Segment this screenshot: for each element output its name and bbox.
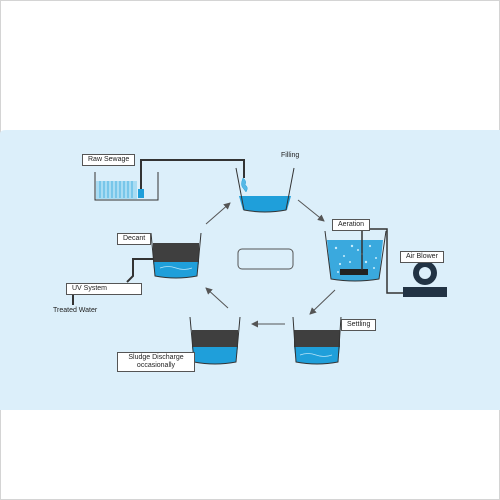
label-air-blower: Air Blower xyxy=(400,251,444,264)
label-treated-water: Treated Water xyxy=(53,307,98,314)
label-settling: Settling xyxy=(341,319,377,332)
air-blower xyxy=(403,258,447,297)
label-sludge-discharge: Sludge Discharge occasionally xyxy=(117,352,195,373)
arrow-decant-to-filling xyxy=(205,202,231,225)
arrow-aeration-to-settling xyxy=(309,289,336,315)
label-decant: Decant xyxy=(117,233,152,246)
raw-sewage-tank-outline xyxy=(94,172,159,201)
aeration-tank xyxy=(324,230,387,282)
label-uv-system: UV System xyxy=(66,283,142,296)
label-sludge-discharge-line1: Sludge Discharge xyxy=(128,354,184,361)
arrow-filling-to-aeration xyxy=(297,199,325,222)
label-aeration: Aeration xyxy=(332,219,371,232)
settling-tank xyxy=(292,316,342,365)
label-filling: Filling xyxy=(281,152,300,159)
arrow-sludge-to-decant xyxy=(205,287,229,309)
decant-pipe xyxy=(126,258,154,283)
filling-tank xyxy=(235,167,295,213)
air-pipe xyxy=(361,228,408,294)
raw-sewage-water xyxy=(96,181,137,199)
decant-tank xyxy=(150,232,202,279)
diffuser xyxy=(340,269,368,275)
label-raw-sewage: Raw Sewage xyxy=(82,154,136,167)
filling-splash xyxy=(241,177,248,193)
raw-sewage-tank xyxy=(94,172,159,201)
label-sludge-discharge-line2: occasionally xyxy=(136,362,176,370)
cycle-arrows xyxy=(205,199,336,328)
inlet-pipe xyxy=(140,159,245,189)
raw-sewage-pump xyxy=(138,189,144,198)
center-box xyxy=(237,248,294,270)
